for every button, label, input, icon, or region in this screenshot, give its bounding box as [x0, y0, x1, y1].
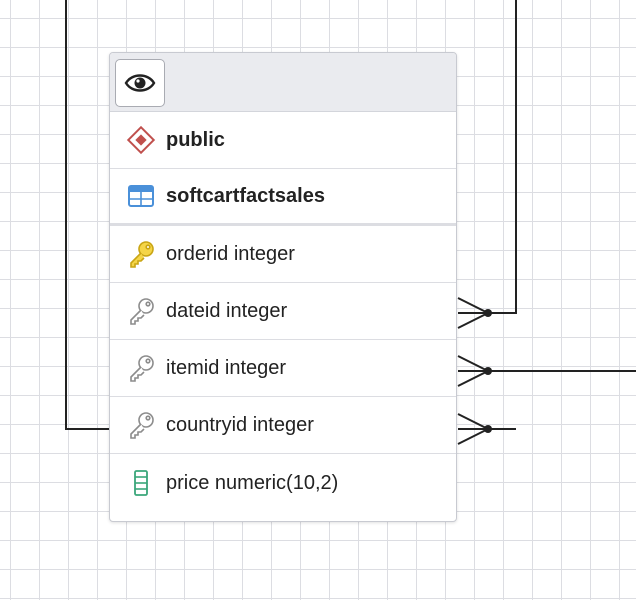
column-icon [126, 468, 156, 498]
foreign-key-icon [126, 410, 156, 440]
table-icon [126, 181, 156, 211]
crowfoot-dateid [457, 297, 489, 329]
relation-line-countryid[interactable] [65, 0, 109, 430]
table-name: softcartfactsales [166, 184, 325, 207]
view-data-button[interactable] [115, 59, 165, 107]
schema-row: public [110, 112, 456, 169]
column-row-itemid[interactable]: itemid integer [110, 340, 456, 397]
column-row-dateid[interactable]: dateid integer [110, 283, 456, 340]
schema-diamond-icon [126, 125, 156, 155]
relation-line-dateid[interactable] [488, 0, 517, 314]
column-label: countryid integer [166, 413, 314, 436]
eye-icon [124, 71, 156, 95]
primary-key-icon [126, 239, 156, 269]
table-node-header [110, 53, 456, 112]
crowfoot-dot-itemid [484, 367, 492, 375]
column-label: itemid integer [166, 356, 287, 379]
column-label: orderid integer [166, 242, 295, 265]
column-row-price[interactable]: price numeric(10,2) [110, 454, 456, 512]
crowfoot-dot-countryid [484, 425, 492, 433]
column-label: price numeric(10,2) [166, 471, 339, 494]
table-name-row: softcartfactsales [110, 169, 456, 226]
column-label: dateid integer [166, 299, 288, 322]
column-row-countryid[interactable]: countryid integer [110, 397, 456, 454]
foreign-key-icon [126, 296, 156, 326]
crowfoot-countryid [457, 413, 489, 445]
table-node-softcartfactsales[interactable]: public softcartfactsales orderid integer [109, 52, 457, 522]
column-row-orderid[interactable]: orderid integer [110, 226, 456, 283]
crowfoot-dot-dateid [484, 309, 492, 317]
crowfoot-itemid [457, 355, 489, 387]
schema-name: public [166, 128, 225, 151]
foreign-key-icon [126, 353, 156, 383]
